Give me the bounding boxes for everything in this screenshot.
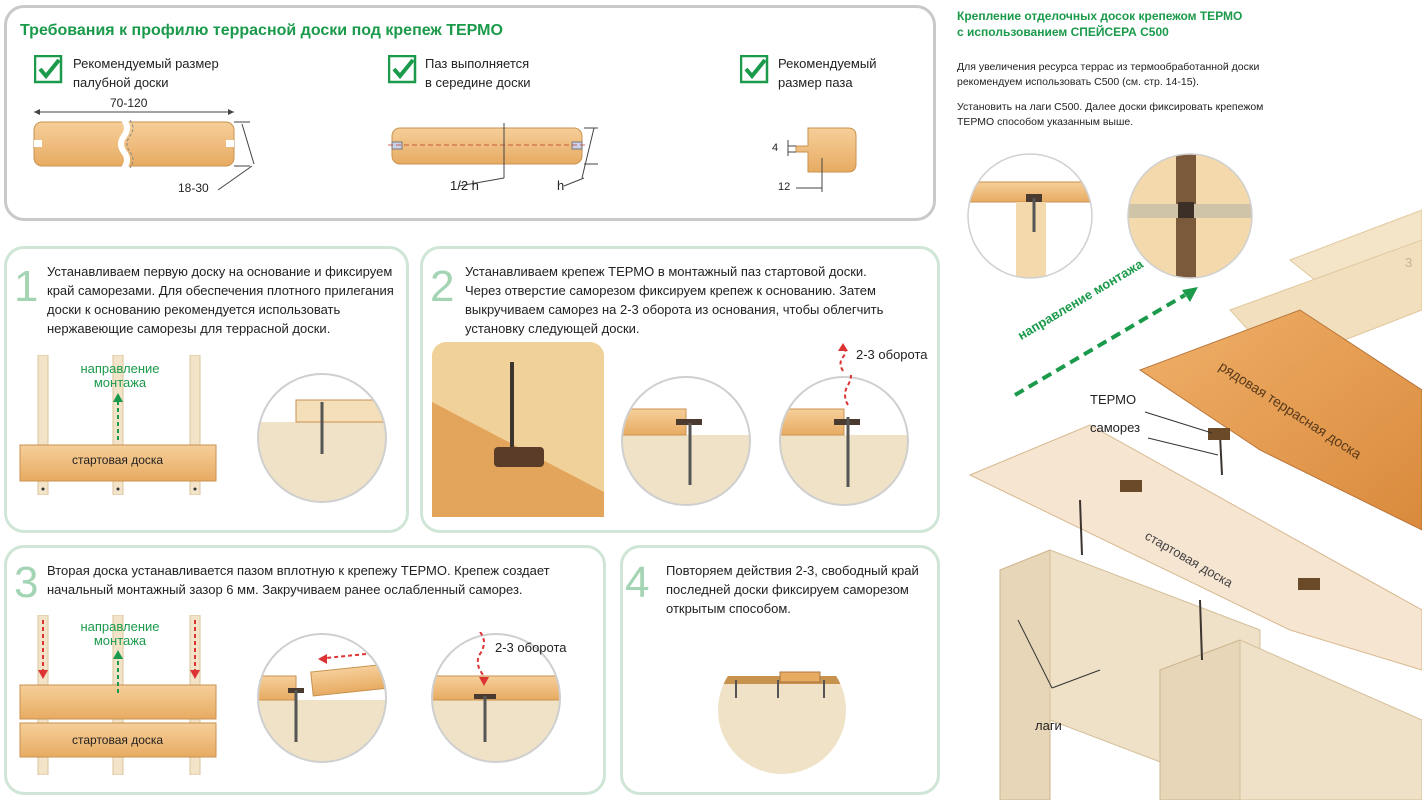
spacer-title: Крепление отделочных досок крепежом ТЕРМ… (957, 9, 1243, 39)
requirements-title: Требования к профилю террасной доски под… (20, 22, 503, 39)
step-2-detail-circle-a (621, 376, 751, 506)
spacer-paragraph-2: Установить на лаги С500. Далее доски фик… (957, 101, 1264, 128)
up-arrow-icon (838, 343, 848, 372)
svg-text:18-30: 18-30 (178, 181, 209, 195)
step-3-number: 3 (14, 558, 39, 607)
step-2-detail-circle-b (779, 375, 909, 506)
deck-isometric-illustration (968, 209, 1422, 800)
h-label: h (557, 178, 565, 193)
step-2-closeup (432, 342, 604, 517)
svg-text:12: 12 (778, 181, 790, 193)
step-3-text: Вторая доска устанавливается пазом вплот… (47, 563, 550, 597)
step-1-panel (4, 246, 409, 533)
step-3-diagram (19, 615, 217, 775)
corner-number: 3 (1405, 255, 1413, 270)
termo-label: ТЕРМО (1090, 392, 1137, 407)
check-icon (388, 55, 417, 84)
check-icon (740, 55, 769, 84)
svg-text:70-120: 70-120 (110, 96, 148, 110)
step-3-detail-circle-b (431, 632, 561, 763)
step-2-number: 2 (430, 262, 455, 311)
step-3-turns: 2-3 оборота (495, 640, 567, 655)
groove-center-diagram (388, 123, 598, 187)
half-h-label: 1/2 h (450, 178, 479, 193)
step-2-panel (420, 246, 940, 533)
spacer-detail-circle-b (1127, 153, 1253, 279)
step-3-panel (4, 545, 606, 795)
step-2-turns: 2-3 оборота (856, 347, 928, 362)
step-3-detail-circle-a (257, 633, 387, 763)
joists-label: лаги (1035, 718, 1062, 733)
check-icon (34, 55, 63, 84)
step-1-board-label: стартовая доска (72, 453, 164, 467)
step-1-detail-circle (257, 373, 387, 503)
step-1-diagram (19, 355, 217, 495)
screw-label: саморез (1090, 420, 1141, 435)
spacer-paragraph-1: Для увеличения ресурса террас из термооб… (957, 61, 1260, 88)
requirements-panel (4, 5, 936, 221)
svg-text:4: 4 (772, 142, 778, 154)
step-1-text: Устанавливаем первую доску на основание … (47, 264, 394, 336)
step-4-number: 4 (625, 558, 650, 607)
groove-size-diagram: 4 12 (772, 127, 857, 193)
board-size-diagram: 70-120 18-30 (33, 96, 255, 195)
step-2-text: Устанавливаем крепеж ТЕРМО в монтажный п… (465, 264, 884, 336)
step-4-panel (620, 545, 940, 795)
step-4-detail-circle (718, 646, 846, 774)
spacer-detail-circle-a (967, 153, 1093, 279)
step-1-number: 1 (14, 262, 39, 311)
step-3-board-label: стартовая доска (72, 733, 164, 747)
